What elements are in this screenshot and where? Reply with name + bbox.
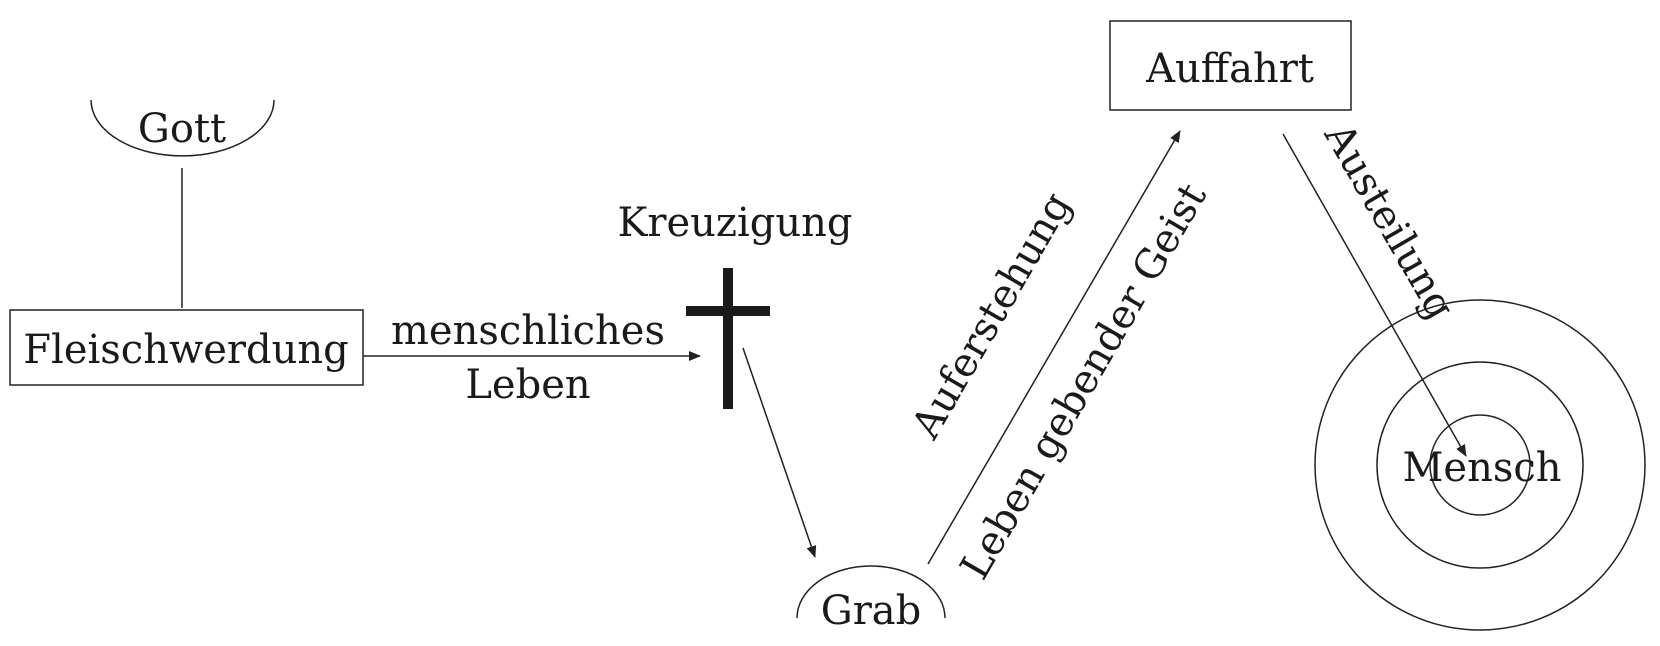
grab-label: Grab	[821, 588, 922, 634]
kreuzigung-label: Kreuzigung	[617, 200, 852, 246]
kreuzigung-to-grab-arrow	[742, 347, 817, 558]
gott-label: Gott	[138, 106, 226, 152]
auffahrt-box	[1109, 20, 1352, 111]
austeilung-label: Austeilung	[1314, 115, 1463, 327]
mensch-inner-circle	[1429, 414, 1531, 516]
austeilung-arrow	[1282, 133, 1467, 457]
gott-arc	[90, 99, 275, 157]
mensch-label: Mensch	[1402, 445, 1561, 491]
leben-gebender-geist-label: Leben gebender Geist	[952, 176, 1216, 587]
cross-icon	[686, 268, 770, 409]
mensch-middle-circle	[1376, 361, 1584, 569]
grab-arc	[796, 565, 946, 619]
fleischwerdung-box	[9, 309, 364, 386]
fleischwerdung-label: Fleischwerdung	[23, 327, 348, 373]
mensch-outer-circle	[1314, 299, 1646, 631]
auffahrt-label: Auffahrt	[1145, 46, 1314, 92]
auferstehung-arrow	[927, 130, 1181, 565]
menschliches-label: menschliches	[391, 308, 665, 354]
leben-label: Leben	[465, 362, 590, 408]
